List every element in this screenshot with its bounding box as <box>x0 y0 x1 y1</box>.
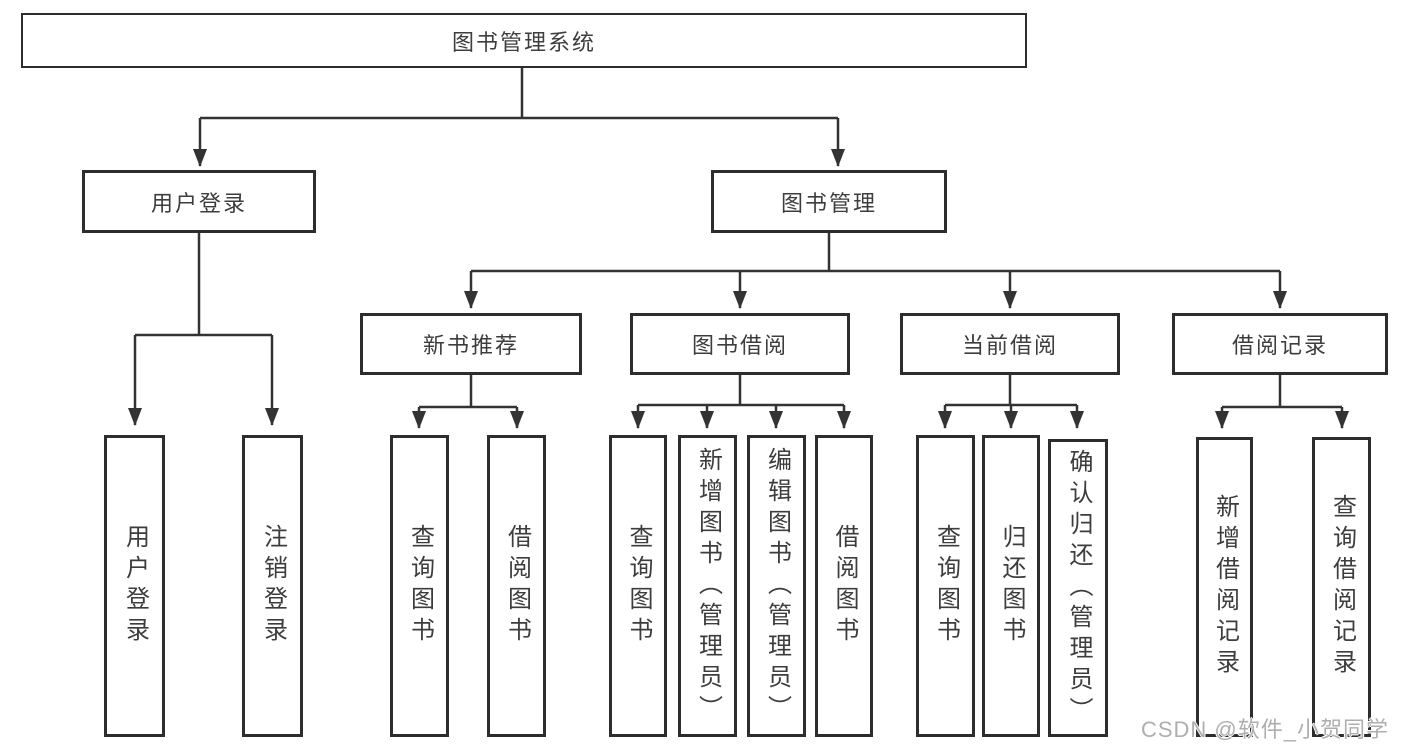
node-label: 编辑图书（管理员） <box>763 446 791 726</box>
leaf-borrow-books-recommend: 借阅图书 <box>487 435 546 737</box>
node-label: 新书推荐 <box>422 333 519 358</box>
leaf-edit-books-admin: 编辑图书（管理员） <box>747 435 806 737</box>
leaf-query-books-recommend: 查询图书 <box>390 435 449 737</box>
node-label: 注销登录 <box>259 524 287 648</box>
node-label: 用户登录 <box>150 190 247 216</box>
leaf-logout: 注销登录 <box>242 435 303 737</box>
leaf-user-login: 用户登录 <box>104 435 165 737</box>
node-label: 归还图书 <box>998 524 1025 648</box>
node-label: 当前借阅 <box>961 333 1058 358</box>
csdn-watermark: CSDN @软件_小贺同学 <box>1140 717 1389 742</box>
leaf-return-books: 归还图书 <box>982 435 1040 737</box>
node-label: 借阅图书 <box>503 524 531 648</box>
node-label: 新增图书（管理员） <box>694 446 722 726</box>
node-book-management: 图书管理 <box>711 170 947 233</box>
node-label: 图书管理 <box>780 190 877 216</box>
node-label: 确认归还（管理员） <box>1065 448 1092 728</box>
node-new-book-recommendation: 新书推荐 <box>360 313 582 375</box>
node-current-borrowing: 当前借阅 <box>900 313 1120 375</box>
leaf-query-books-current: 查询图书 <box>916 435 975 737</box>
leaf-borrow-books: 借阅图书 <box>815 435 873 737</box>
node-label: 借阅图书 <box>831 524 858 648</box>
node-label: 查询借阅记录 <box>1328 494 1356 680</box>
node-label: 新增借阅记录 <box>1211 494 1239 680</box>
leaf-query-books-borrow: 查询图书 <box>609 435 667 737</box>
leaf-confirm-return-admin: 确认归还（管理员） <box>1048 439 1108 737</box>
node-user-login: 用户登录 <box>82 170 316 233</box>
node-label: 图书借阅 <box>691 333 788 358</box>
node-label: 查询图书 <box>932 524 960 648</box>
node-book-borrowing: 图书借阅 <box>630 313 850 375</box>
node-label: 查询图书 <box>406 524 434 648</box>
leaf-add-borrow-record: 新增借阅记录 <box>1196 437 1253 737</box>
node-label: 借阅记录 <box>1231 333 1328 358</box>
leaf-add-books-admin: 新增图书（管理员） <box>678 435 737 737</box>
leaf-query-borrow-record: 查询借阅记录 <box>1312 437 1371 737</box>
node-label: 图书管理系统 <box>451 29 596 55</box>
node-label: 用户登录 <box>121 524 149 648</box>
node-borrowing-records: 借阅记录 <box>1172 313 1388 375</box>
node-label: 查询图书 <box>625 524 652 648</box>
node-library-management-system: 图书管理系统 <box>21 13 1027 68</box>
